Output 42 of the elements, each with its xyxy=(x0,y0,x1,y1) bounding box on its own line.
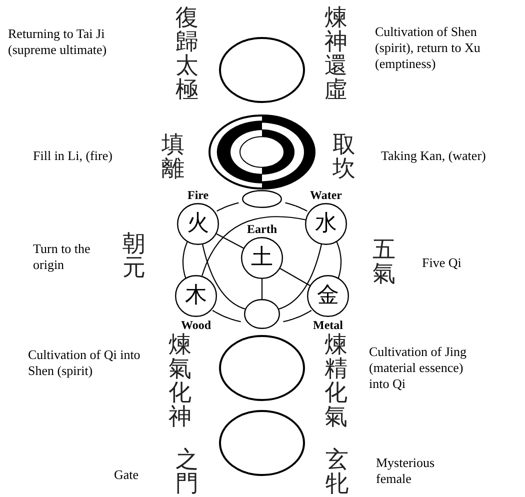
element-character: 木 xyxy=(185,284,207,308)
connector-line xyxy=(212,310,241,322)
annotation-text: Fill in Li, (fire) xyxy=(33,148,114,164)
annotation-text: Taking Kan, (water) xyxy=(381,148,487,164)
connector-line xyxy=(278,244,322,310)
connector-line xyxy=(216,202,239,212)
element-character: 水 xyxy=(315,212,337,236)
element-name: Metal xyxy=(313,318,343,332)
connector-line xyxy=(280,268,310,286)
annotation-text: Cultivation of Jing (material essence) into Qi xyxy=(369,344,468,392)
connector-line xyxy=(216,233,244,249)
annotation-text: Gate xyxy=(114,467,140,483)
vertical-chinese-text: 煉神還虛 xyxy=(324,6,348,102)
vertical-chinese-text: 煉精化氣 xyxy=(324,333,348,429)
vertical-chinese-text: 取坎 xyxy=(332,133,356,181)
annotation-text: Mysterious female xyxy=(376,455,436,487)
element-character: 土 xyxy=(251,246,273,270)
annotation-text: Five Qi xyxy=(422,255,462,271)
element-name: Earth xyxy=(247,222,277,236)
element-character: 火 xyxy=(187,212,209,236)
connector-line xyxy=(283,310,312,322)
element-name: Fire xyxy=(188,188,209,202)
connector-line xyxy=(261,279,263,299)
annotation-text: Turn to the origin xyxy=(33,241,92,273)
connector-line xyxy=(202,244,246,310)
connector-line xyxy=(202,216,306,276)
vertical-chinese-text: 玄牝 xyxy=(324,448,350,496)
element-name: Wood xyxy=(181,318,212,332)
connector-line xyxy=(285,202,308,212)
vertical-chinese-text: 煉氣化神 xyxy=(168,333,192,429)
connector-line xyxy=(182,241,188,278)
vertical-chinese-text: 五氣 xyxy=(372,238,396,286)
annotation-text: Cultivation of Qi into Shen (spirit) xyxy=(28,347,142,379)
vertical-chinese-text: 朝元 xyxy=(122,232,146,280)
vertical-chinese-text: 之門 xyxy=(174,448,200,496)
annotation-text: Cultivation of Shen (spirit), return to Xu (emptiness) xyxy=(375,24,482,72)
element-character: 金 xyxy=(317,284,339,308)
vertical-chinese-text: 復歸太極 xyxy=(174,6,200,102)
vertical-chinese-text: 填離 xyxy=(160,133,186,181)
element-name: Water xyxy=(310,188,342,202)
annotation-text: Returning to Tai Ji (supreme ultimate) xyxy=(8,26,108,58)
connector-line xyxy=(336,241,342,278)
